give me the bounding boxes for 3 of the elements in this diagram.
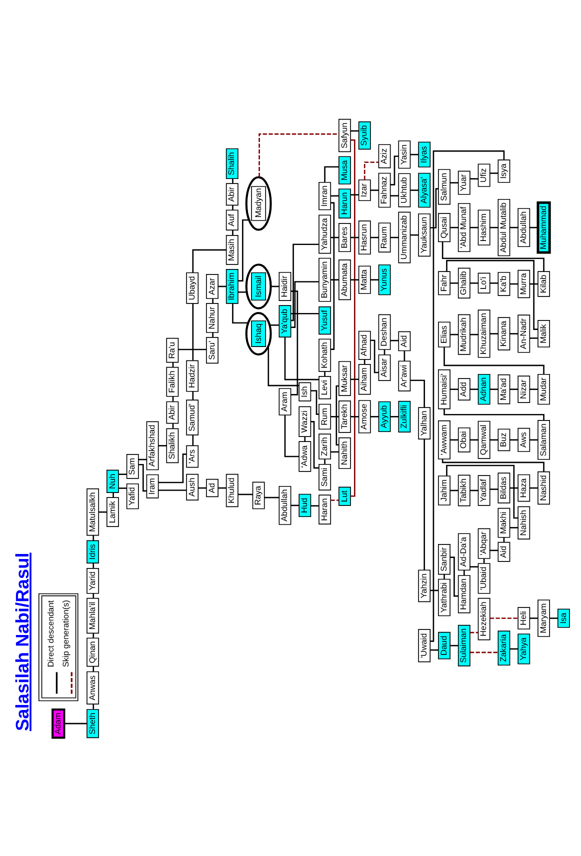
diagram-title: Salasilah Nabi/Rasul (12, 552, 33, 731)
legend-label: Skip generation(s) (60, 599, 70, 667)
legend-label: Direct descendant (45, 600, 56, 667)
